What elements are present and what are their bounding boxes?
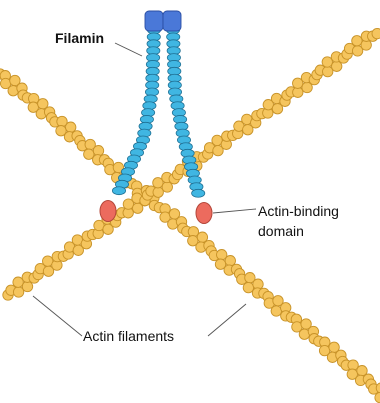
actin-subunit — [13, 277, 23, 287]
leader-line — [213, 209, 256, 213]
actin-subunit — [243, 282, 253, 292]
filamin-domain — [192, 189, 205, 197]
actin-binding-domain-label: Actin-binding domain — [258, 201, 339, 241]
actin-subunit — [271, 306, 281, 316]
actin-subunit — [322, 57, 332, 67]
filamin-head-right — [163, 11, 181, 31]
actin-subunit — [66, 122, 76, 132]
actin-filaments-label: Actin filaments — [83, 328, 174, 344]
actin-subunit — [225, 256, 235, 266]
actin-subunit — [153, 187, 163, 197]
leader-line — [115, 43, 142, 56]
filamin-head-left — [145, 11, 163, 31]
actin-subunit — [352, 36, 362, 46]
actin-binding-label-line1: Actin-binding — [258, 201, 339, 221]
leader-line — [33, 296, 82, 336]
actin-binding-domain-right — [196, 203, 212, 224]
filamin-domain — [112, 187, 125, 195]
leader-line — [208, 304, 246, 336]
actin-binding-label-line2: domain — [258, 221, 339, 241]
filamin-label: Filamin — [55, 30, 104, 46]
actin-subunit — [372, 28, 380, 38]
actin-binding-domain-left — [100, 201, 116, 222]
